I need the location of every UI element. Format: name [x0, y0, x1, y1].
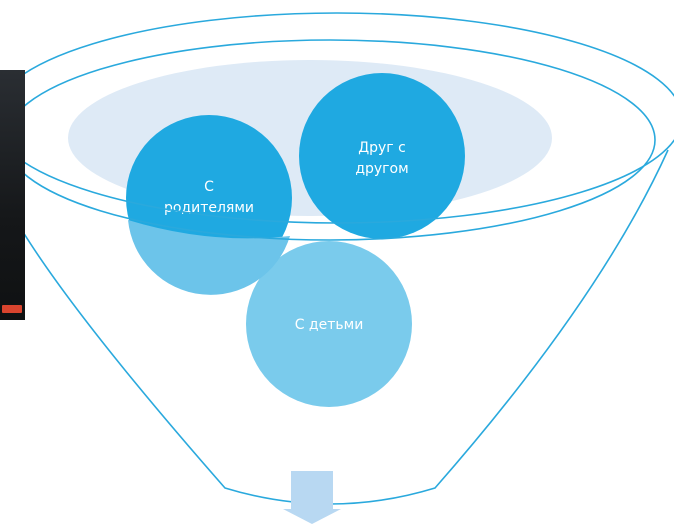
circle-parents-line1: С: [204, 179, 214, 195]
side-video-panel: [0, 70, 25, 320]
circle-parents: С родителями: [126, 115, 292, 295]
circle-each-other-line2: другом: [355, 161, 408, 177]
down-arrow-icon: [283, 471, 341, 524]
circle-children: С детьми: [246, 241, 412, 407]
circle-children-label: С детьми: [295, 317, 364, 333]
circle-parents-line2: родителями: [164, 200, 254, 216]
circle-each-other: Друг с другом: [299, 73, 465, 239]
funnel-rim-outer: [0, 12, 674, 224]
funnel-body-outline: [9, 149, 669, 505]
side-panel-badge: [2, 305, 22, 313]
circle-each-other-line1: Друг с: [358, 140, 406, 156]
